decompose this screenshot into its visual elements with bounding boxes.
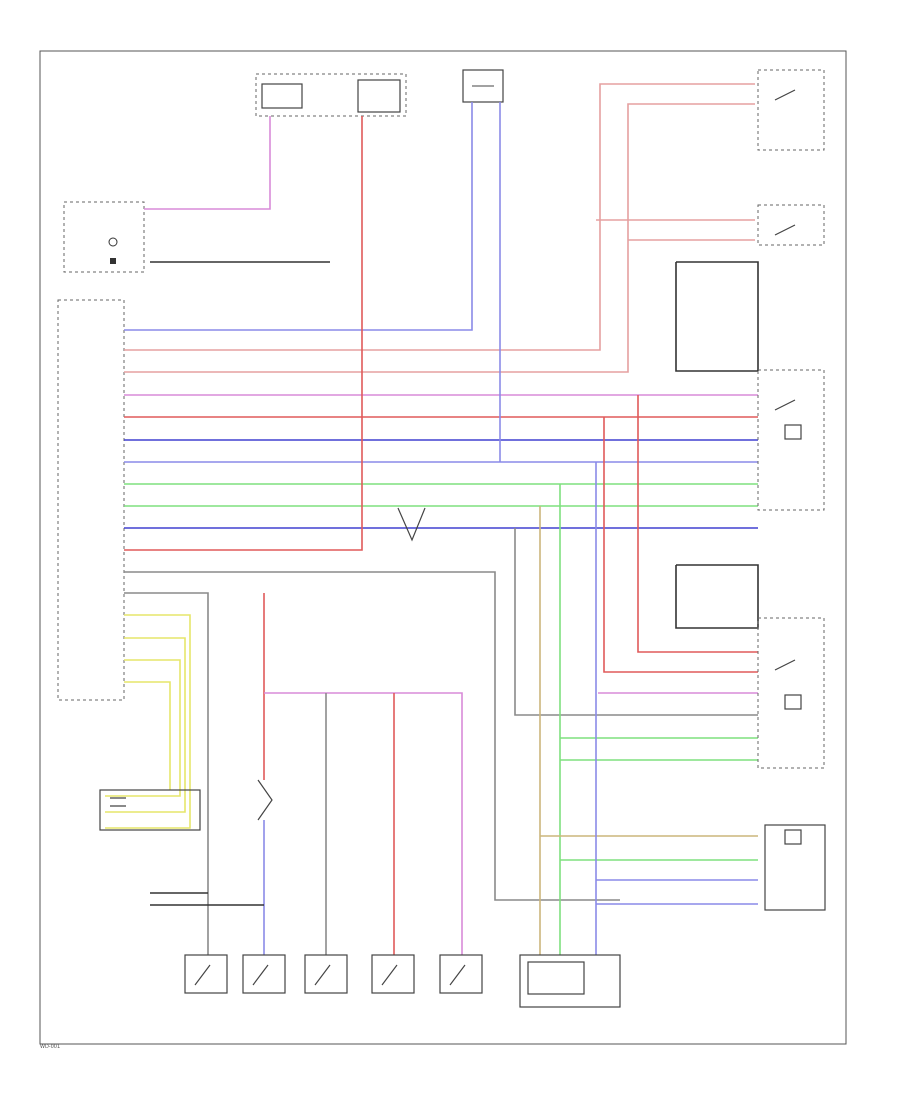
switch-box-3 <box>757 369 825 511</box>
ground-component-left <box>63 201 145 273</box>
door-lock-actuator-4 <box>371 954 415 994</box>
wire-24 <box>675 262 758 372</box>
wire-42 <box>264 692 463 955</box>
wire-17 <box>124 681 171 790</box>
wire-28 <box>675 564 759 629</box>
wire-23 <box>676 261 759 371</box>
door-lock-actuator-2 <box>242 954 286 994</box>
lock-module-bottom <box>519 954 621 1008</box>
fuse-relay-box <box>255 73 407 117</box>
wire-11 <box>124 116 363 551</box>
wire-14 <box>105 614 191 829</box>
door-lock-actuator-3 <box>304 954 348 994</box>
door-lock-actuator-1 <box>184 954 228 994</box>
wire-26 <box>637 395 758 653</box>
door-lock-actuator-5 <box>439 954 483 994</box>
switch-box-5 <box>764 824 826 911</box>
wire-16 <box>105 659 181 797</box>
wire-13 <box>124 592 209 955</box>
splice-symbol <box>397 507 426 542</box>
wire-12 <box>124 571 620 901</box>
wire-1 <box>124 102 473 331</box>
wire-15 <box>105 637 186 813</box>
wire-30 <box>514 528 758 716</box>
wire-3 <box>124 103 755 373</box>
wire-2 <box>124 83 755 351</box>
wire-layer <box>105 83 759 955</box>
control-unit-boundary <box>57 299 125 701</box>
switch-box-2 <box>757 204 825 246</box>
power-relay-component <box>462 69 504 103</box>
wire-18 <box>144 116 271 210</box>
wire-25 <box>603 417 758 673</box>
inline-switch-mid <box>257 779 273 821</box>
reference-code: WD-001 <box>40 1044 61 1050</box>
key-cylinder-switch <box>99 789 201 831</box>
diagram-border <box>39 50 847 1045</box>
switch-box-4 <box>757 617 825 769</box>
switch-box-1 <box>757 69 825 151</box>
